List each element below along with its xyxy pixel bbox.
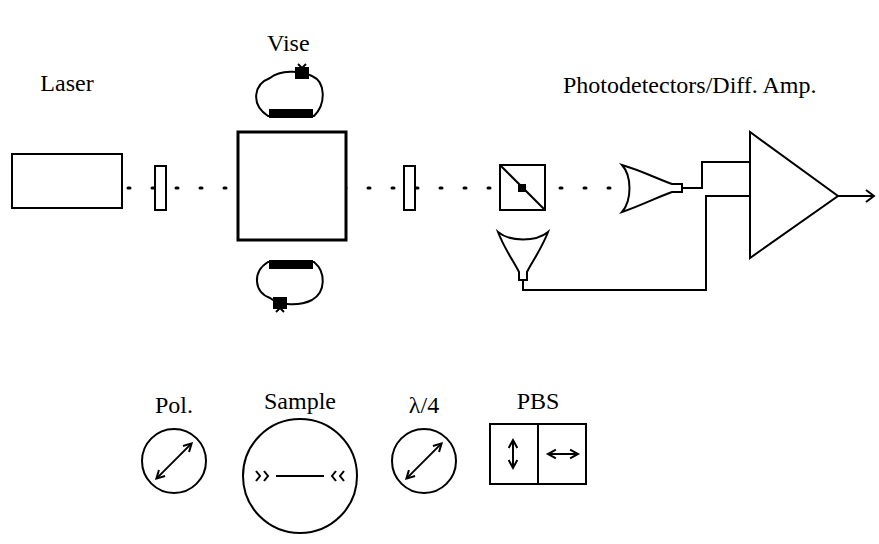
beam-splitter-cube — [500, 165, 545, 210]
laser-box — [12, 154, 122, 208]
polarizer-plate — [155, 166, 166, 210]
force-chevron — [264, 471, 268, 481]
polarization-arrow — [509, 440, 518, 468]
component-label: Pol. — [132, 392, 216, 418]
vise-jaw — [257, 261, 323, 312]
component-symbol — [232, 416, 368, 536]
detector-label: Photodetectors/Diff. Amp. — [563, 72, 817, 98]
component-label: Sample — [232, 388, 368, 414]
diff-amplifier — [750, 132, 838, 258]
laser-beam — [128, 187, 620, 190]
component-node: Pol. — [132, 392, 216, 496]
signal-wire — [523, 196, 750, 290]
component-symbol — [132, 426, 216, 496]
component-symbol — [384, 426, 464, 496]
polarization-arrow — [548, 450, 578, 459]
pbs-divider — [537, 424, 539, 484]
component-node: PBS — [488, 388, 588, 486]
component-label: Laser — [8, 70, 126, 96]
sample-circle — [243, 419, 357, 533]
stress-axis — [276, 475, 324, 477]
polarization-arrow — [156, 443, 191, 478]
axis-circle — [392, 429, 456, 493]
component-symbol — [8, 152, 126, 210]
waveplate — [404, 166, 415, 210]
component-node: λ/4 — [384, 392, 464, 496]
component-symbol — [488, 422, 588, 486]
component-label: λ/4 — [384, 392, 464, 418]
arrow-head — [866, 190, 874, 202]
axis-circle — [142, 429, 206, 493]
force-chevron — [340, 471, 344, 481]
signal-wire — [682, 162, 750, 188]
photodetector — [498, 232, 548, 280]
force-chevron — [332, 471, 336, 481]
vise-label: Vise — [267, 30, 310, 56]
vise-jaw — [256, 64, 323, 117]
component-node: Sample — [232, 388, 368, 536]
polarization-arrow — [406, 443, 441, 478]
sample-block — [238, 132, 346, 240]
photodetector — [622, 165, 682, 212]
force-chevron — [256, 471, 260, 481]
component-label: PBS — [488, 388, 588, 414]
component-node: Laser — [8, 70, 126, 210]
output-line — [838, 195, 874, 197]
pbs-box — [490, 424, 586, 484]
